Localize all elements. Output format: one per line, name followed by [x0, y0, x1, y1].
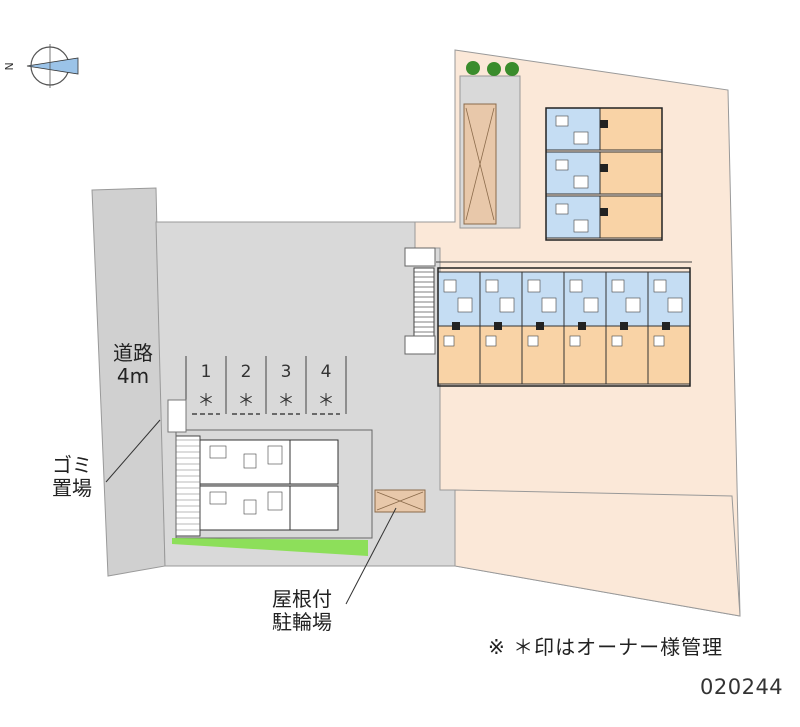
trash-area [167, 399, 187, 433]
unit [199, 485, 339, 531]
parking-slot-number: 1 [200, 362, 212, 382]
tree-icon [487, 62, 501, 76]
parking-slot-owner-mark: ＊ [197, 391, 215, 411]
trash-area-label: ゴミ 置場 [52, 453, 92, 500]
tree-icon [505, 62, 519, 76]
parking-slot-owner-mark: ＊ [277, 391, 295, 411]
tree-icon [466, 61, 480, 75]
unit [479, 271, 523, 385]
parking-slot-owner-mark: ＊ [317, 391, 335, 411]
road-label: 道路 4m [113, 341, 153, 388]
unit [199, 439, 339, 485]
unit [437, 271, 481, 385]
unit [545, 195, 663, 239]
unit [563, 271, 607, 385]
unit [605, 271, 649, 385]
parking-slot-number: 4 [320, 362, 332, 382]
unit [521, 271, 565, 385]
north-label: N [2, 62, 16, 71]
bike-parking-label: 屋根付 駐輪場 [272, 587, 332, 634]
parking-slot-number: 3 [280, 362, 292, 382]
compass-icon [26, 44, 79, 88]
parking-slot-owner-mark: ＊ [237, 391, 255, 411]
building-east [545, 107, 663, 241]
unit [647, 271, 691, 385]
unit [545, 151, 663, 195]
grass-strip [172, 538, 368, 556]
property-code: 020244 [700, 675, 784, 699]
site-strip [454, 489, 741, 617]
unit [545, 107, 663, 151]
building-center [436, 261, 692, 387]
road-leader [105, 419, 161, 483]
parking-slot-number: 2 [240, 362, 252, 382]
building-west [175, 429, 373, 539]
owner-managed-note: ※ ＊印はオーナー様管理 [488, 635, 724, 659]
bike-leader [345, 507, 397, 605]
